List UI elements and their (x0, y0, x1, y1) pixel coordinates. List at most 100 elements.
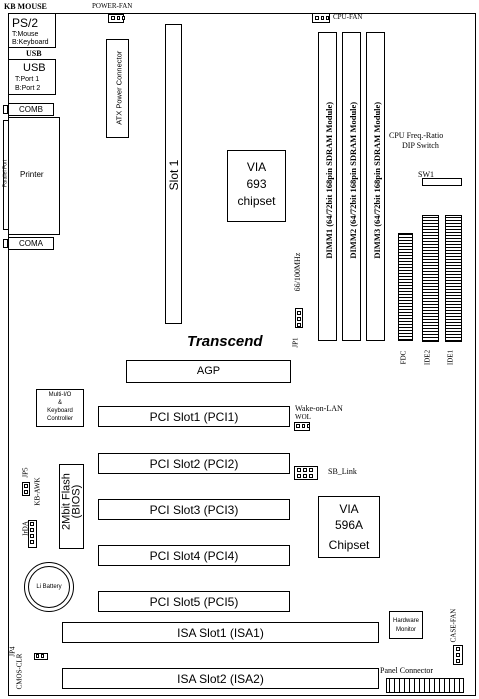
via693-l3: chipset (237, 194, 276, 208)
li-battery: Li Battery (24, 562, 74, 612)
hw-monitor-l1: Hardware (392, 618, 419, 624)
via596-l1: VIA (339, 502, 359, 516)
ps2-connector: PS/2 T:Mouse B:Keyboard (8, 13, 56, 48)
cpu-freq-l2: DIP Switch (402, 141, 439, 150)
atx-power-connector: ATX Power Connector (106, 39, 129, 138)
multi-io-controller: Multi-I/O & Keyboard Controller (36, 389, 84, 427)
multi-io-l2: & (57, 400, 62, 406)
pci2-label: PCI Slot2 (PCI2) (149, 457, 239, 471)
coma-connector: COMA (8, 237, 54, 250)
agp-label: AGP (196, 365, 221, 377)
parallel-port: Printer (8, 117, 60, 235)
comb-label: COMB (19, 105, 43, 114)
atx-power-label: ATX Power Connector (114, 50, 124, 125)
usb-top-label: USB (26, 49, 42, 58)
dimm1-label: DIMM1 (64/72bit 168pin SDRAM Module) (323, 101, 334, 259)
panel-connector (386, 678, 464, 693)
cmos-clr-label: CMOS-CLR (15, 653, 24, 690)
pci-slot5: PCI Slot5 (PCI5) (98, 591, 290, 612)
parallel-port-label: Parallel Port (2, 159, 9, 188)
ide2-label: IDE2 (423, 349, 432, 366)
sw1-dip-switch (422, 178, 462, 186)
bios-flash: 2Mbit Flash (BIOS) (59, 464, 84, 549)
cpu-freq-l1: CPU Freq.-Ratio (389, 131, 444, 140)
via693-l1: VIA (246, 160, 267, 174)
hardware-monitor: Hardware Monitor (389, 611, 423, 639)
power-fan-header (108, 14, 125, 23)
usb-connector: USB T:Port 1 B:Port 2 (8, 59, 56, 95)
cpu-fan-header (312, 13, 330, 23)
pci3-label: PCI Slot3 (PCI3) (149, 503, 239, 517)
pci-slot2: PCI Slot2 (PCI2) (98, 453, 290, 474)
pci4-label: PCI Slot4 (PCI4) (149, 549, 239, 563)
comb-connector: COMB (8, 103, 54, 116)
mhz-label: 66/100MHz (293, 252, 302, 292)
pci-slot1: PCI Slot1 (PCI1) (98, 406, 290, 427)
via596-l2: 596A (334, 518, 364, 532)
battery-label: Li Battery (36, 584, 62, 590)
kb-mouse-label: KB MOUSE (4, 2, 47, 11)
dimm2-label: DIMM2 (64/72bit 168pin SDRAM Module) (347, 101, 358, 259)
sb-link-header (294, 466, 318, 480)
flash-l2: (BIOS) (70, 484, 83, 519)
transcend-label: Transcend (187, 333, 263, 350)
wol-header (294, 422, 310, 431)
isa-slot2: ISA Slot2 (ISA2) (62, 668, 379, 689)
sw1-label: SW1 (418, 170, 434, 179)
multi-io-l4: Controller (46, 416, 73, 422)
via596a-chipset: VIA 596A Chipset (318, 496, 380, 558)
via693-l2: 693 (246, 177, 267, 191)
fdc-connector (398, 233, 413, 341)
wake-lan-label: Wake-on-LAN (295, 404, 343, 413)
case-fan-header (453, 645, 463, 665)
panel-connector-label: Panel Connector (380, 666, 434, 675)
usb-line2: B:Port 2 (15, 85, 41, 92)
ps2-line2: B:Keyboard (12, 39, 49, 46)
pci-slot3: PCI Slot3 (PCI3) (98, 499, 290, 520)
dimm3-slot: DIMM3 (64/72bit 168pin SDRAM Module) (366, 32, 385, 341)
sb-link-label: SB_Link (328, 467, 357, 476)
ps2-title: PS/2 (12, 16, 39, 30)
transcend-logo: Transcend (183, 331, 282, 353)
via693-chipset: VIA 693 chipset (227, 150, 286, 222)
multi-io-l1: Multi-I/O (48, 392, 72, 398)
jp5-jumper (22, 482, 30, 496)
ide1-label: IDE1 (446, 349, 455, 366)
pci1-label: PCI Slot1 (PCI1) (149, 410, 239, 424)
comb-side-tab (3, 105, 8, 114)
isa-slot1: ISA Slot1 (ISA1) (62, 622, 379, 643)
irda-header (28, 520, 37, 548)
printer-label: Printer (20, 170, 44, 179)
parallel-side-bar: Parallel Port (3, 120, 9, 230)
isa1-label: ISA Slot1 (ISA1) (177, 626, 264, 640)
pci-slot4: PCI Slot4 (PCI4) (98, 545, 290, 566)
cpu-fan-label: CPU-FAN (333, 13, 363, 21)
dimm1-slot: DIMM1 (64/72bit 168pin SDRAM Module) (318, 32, 337, 341)
ps2-line1: T:Mouse (12, 31, 39, 38)
hw-monitor-l2: Monitor (395, 627, 416, 633)
pci5-label: PCI Slot5 (PCI5) (149, 595, 239, 609)
wol-label: WOL (295, 413, 311, 421)
jp1-jumper (295, 308, 303, 328)
kb-awk-label: KB-AWK (33, 477, 42, 506)
cpu-slot1: Slot 1 (165, 24, 182, 324)
fdc-label: FDC (399, 350, 408, 365)
coma-side-tab (3, 239, 8, 248)
agp-slot: AGP (126, 360, 291, 383)
ide2-connector (422, 215, 439, 342)
ide1-connector (445, 215, 462, 342)
isa2-label: ISA Slot2 (ISA2) (177, 672, 264, 686)
jp5-label: JP5 (21, 467, 30, 478)
jp1-label: JP1 (291, 337, 300, 348)
case-fan-label: CASE-FAN (449, 608, 458, 643)
usb-line1: T:Port 1 (15, 76, 40, 83)
coma-label: COMA (19, 239, 43, 248)
slot1-label: Slot 1 (167, 159, 181, 191)
multi-io-l3: Keyboard (47, 408, 73, 414)
dimm3-label: DIMM3 (64/72bit 168pin SDRAM Module) (371, 101, 382, 259)
via596-l3: Chipset (328, 538, 370, 552)
board-outline (8, 13, 476, 696)
usb-title: USB (23, 62, 46, 74)
dimm2-slot: DIMM2 (64/72bit 168pin SDRAM Module) (342, 32, 361, 341)
